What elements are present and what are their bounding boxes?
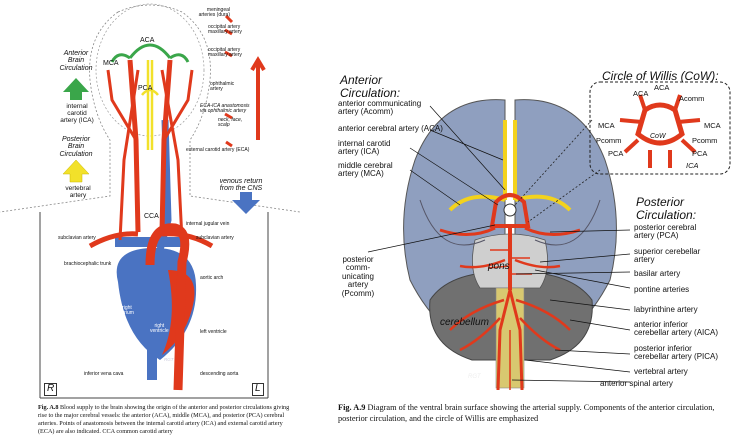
label-anterior-circulation: Anterior Brain Circulation xyxy=(59,50,93,72)
cerebral-green xyxy=(110,43,190,63)
label-spinal: anterior spinal artery xyxy=(600,379,673,388)
cow-inset-box xyxy=(589,81,731,175)
label-ant-circulation-title: Anterior Circulation: xyxy=(340,73,401,100)
label-occipital-1: occipital artery maxillary artery xyxy=(208,24,242,36)
aca-vessels xyxy=(503,120,517,200)
label-cow-title: Circle of Willis (CoW): xyxy=(602,69,719,83)
label-post-circulation-title: Posterior Circulation: xyxy=(636,195,697,222)
label-pca-a9: posterior cerebral artery (PCA) xyxy=(634,223,697,241)
arrow-meningeal xyxy=(224,14,234,24)
label-basilar: basilar artery xyxy=(634,269,681,278)
label-R: R xyxy=(44,383,58,396)
label-aica: anterior inferior cerebellar artery (AIC… xyxy=(634,320,719,338)
label-vertebral-a9: vertebral artery xyxy=(634,367,688,376)
label-right-ventricle: right ventricle xyxy=(150,323,169,335)
label-cow-aca-1: ACA xyxy=(633,89,649,98)
eca-branches xyxy=(106,69,194,141)
label-cow-mca-left: MCA xyxy=(598,121,615,130)
label-acomm: anterior communicating artery (Acomm) xyxy=(338,99,422,117)
vertebral-left xyxy=(118,69,140,241)
caption-a8-number: Fig. A.8 xyxy=(38,404,59,411)
label-mca: MCA xyxy=(103,60,119,67)
aortic-arch-artery xyxy=(145,223,190,391)
caption-a9-text: Diagram of the ventral brain surface sho… xyxy=(338,403,715,424)
body-outline xyxy=(0,4,300,213)
anterior-arrow xyxy=(63,78,89,100)
leader-lines xyxy=(367,105,631,383)
label-mca-a9: middle cerebral artery (MCA) xyxy=(338,161,393,179)
label-meningeal: meningeal arteries (dura) xyxy=(198,7,230,19)
label-cow-pca-left: PCA xyxy=(608,149,624,158)
figure-a8: Anterior Brain Circulation internal caro… xyxy=(0,0,300,444)
label-labyrinthine: labyrinthine artery xyxy=(634,305,698,314)
label-rgt-a8: RGT xyxy=(164,357,174,362)
subclavian-arteries xyxy=(88,231,214,249)
caption-a9: Fig. A.9 Diagram of the ventral brain su… xyxy=(338,402,734,424)
vertebral-arteries xyxy=(496,289,524,391)
label-cow-aca-2: ACA xyxy=(654,83,670,92)
label-L: L xyxy=(252,383,264,396)
cow-ring xyxy=(489,193,531,228)
label-aortic-arch: aortic arch xyxy=(200,275,224,281)
label-cow-acomm: Acomm xyxy=(679,94,705,103)
cerebellar-arteries xyxy=(449,258,571,352)
pituitary xyxy=(503,203,517,217)
label-cow-pca-right: PCA xyxy=(692,149,708,158)
label-cow-pcomm-left: Pcomm xyxy=(596,136,622,145)
posterior-arrow xyxy=(62,159,90,183)
figure-a9-drawing xyxy=(367,81,731,391)
label-pons: pons xyxy=(488,261,510,272)
label-subclavian-left: subclavian artery xyxy=(58,235,96,241)
figure-a9: Anterior Circulation: anterior communica… xyxy=(300,0,740,444)
label-sca: superior cerebellar artery xyxy=(634,247,701,265)
label-pcomm: posterior comm- unicating artery (Pcomm) xyxy=(341,255,375,298)
label-vertebral: vertebral artery xyxy=(65,185,91,199)
label-pca: PCA xyxy=(138,85,153,92)
label-cerebellum: cerebellum xyxy=(440,317,489,328)
cow-inset-ring xyxy=(635,102,685,146)
cow-callout-line xyxy=(514,119,601,223)
label-subclavian-right: subclavian artery xyxy=(196,235,234,241)
label-cow-ica: ICA xyxy=(686,161,699,170)
label-ophthalmic: ophthalmic artery xyxy=(210,81,235,93)
caption-a8: Fig. A.8 Blood supply to the brain showi… xyxy=(38,404,296,436)
label-ivc: inferior vena cava xyxy=(84,371,124,377)
arrow-occipital xyxy=(224,28,233,148)
venous-arrow xyxy=(232,192,260,214)
label-aca: ACA xyxy=(140,37,155,44)
label-right-atrium: right atrium xyxy=(120,305,134,317)
label-posterior-circulation: Posterior Brain Circulation xyxy=(59,136,93,158)
temporal-lobes xyxy=(419,199,601,246)
label-occipital-2: occipital artery maxillary artery xyxy=(208,47,242,59)
label-brachio: brachiocephalic trunk xyxy=(64,261,112,267)
label-left-ventricle: left ventricle xyxy=(200,329,227,335)
label-cow-mca-right: MCA xyxy=(704,121,721,130)
anastomosis-arrow xyxy=(250,56,266,140)
cerebral-yellow xyxy=(141,60,159,150)
label-aca-a9: anterior cerebral artery (ACA) xyxy=(338,124,443,133)
label-pontine: pontine arteries xyxy=(634,285,690,294)
caption-a9-number: Fig. A.9 xyxy=(338,403,366,412)
label-cca: CCA xyxy=(144,213,159,220)
pontine-branches xyxy=(487,249,532,275)
label-venous: venous return from the CNS xyxy=(219,178,263,193)
vertebral-right xyxy=(160,69,184,241)
label-neck: neck, face, scalp xyxy=(218,117,243,129)
label-eca: external carotid artery (ECA) xyxy=(186,147,250,153)
head-outline xyxy=(95,3,205,137)
label-ica-a9: internal carotid artery (ICA) xyxy=(338,139,391,157)
label-cow-pcomm-right: Pcomm xyxy=(692,136,718,145)
label-eca-ica: ECA-ICA anastomosis via ophthalmic arter… xyxy=(200,103,250,115)
cow-inset-branches xyxy=(619,94,701,168)
label-desc-aorta: descending aorta xyxy=(200,371,239,377)
label-ij-vein: internal jugular vein xyxy=(186,221,230,227)
label-pica: posterior inferior cerebellar artery (PI… xyxy=(634,344,719,362)
label-cow-center: CoW xyxy=(650,133,666,140)
caption-a8-text: Blood supply to the brain showing the or… xyxy=(38,404,290,436)
label-ica: internal carotid artery (ICA) xyxy=(60,103,94,124)
label-rgt-a9: RGT xyxy=(468,374,481,380)
figure-a8-drawing xyxy=(0,3,300,399)
